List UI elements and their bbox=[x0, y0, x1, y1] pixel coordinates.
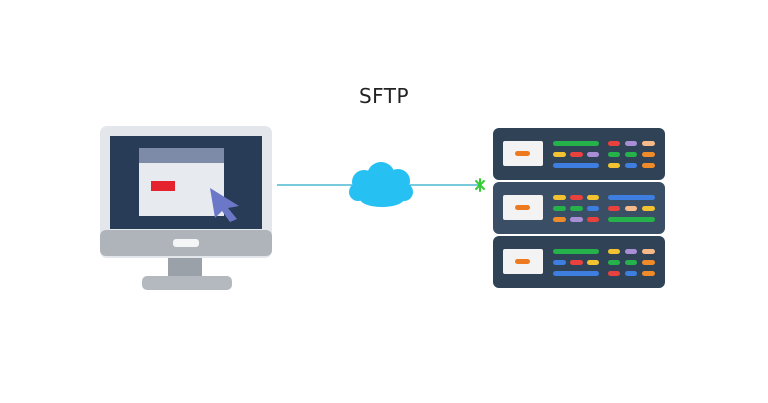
monitor-base bbox=[142, 276, 232, 290]
diagram-title: SFTP bbox=[358, 84, 410, 108]
server-unit-3 bbox=[493, 236, 665, 288]
app-window-button bbox=[151, 181, 175, 191]
connector-point-icon bbox=[475, 178, 485, 192]
cloud-icon bbox=[349, 162, 413, 207]
mouse-cursor-icon bbox=[210, 188, 239, 222]
server-unit-1 bbox=[493, 128, 665, 180]
server-rack-icon bbox=[493, 128, 665, 288]
desktop-computer-icon bbox=[100, 126, 272, 290]
monitor-power-led bbox=[173, 239, 199, 247]
app-window-titlebar bbox=[139, 148, 224, 163]
server-unit-2 bbox=[493, 182, 665, 234]
